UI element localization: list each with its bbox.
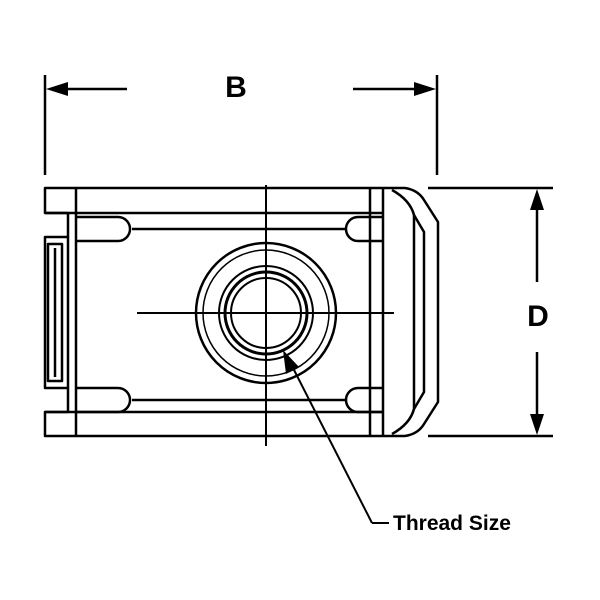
right-bent-flange (391, 188, 426, 436)
centerlines (137, 185, 394, 446)
dimension-b (43, 75, 439, 175)
cage-nut-body (43, 186, 440, 438)
leader-line (292, 367, 373, 524)
arrowhead-b-left (46, 82, 68, 96)
arrowhead-b-right (414, 82, 436, 96)
slot-bottom-right (344, 386, 383, 414)
arrowhead-d-top (530, 189, 544, 210)
arrowhead-d-bottom (530, 414, 544, 435)
thread-size-label: Thread Size (393, 512, 511, 535)
slot-top-right (344, 215, 383, 243)
leader-arrowhead (283, 350, 299, 374)
dimension-d (428, 186, 553, 438)
slot-top-left (76, 215, 132, 243)
thread-callout-leader (292, 367, 389, 524)
slot-bottom-left (76, 386, 132, 414)
dimension-label-b: B (225, 71, 247, 104)
dimension-label-d: D (527, 300, 549, 333)
left-clip-tab (46, 242, 64, 383)
